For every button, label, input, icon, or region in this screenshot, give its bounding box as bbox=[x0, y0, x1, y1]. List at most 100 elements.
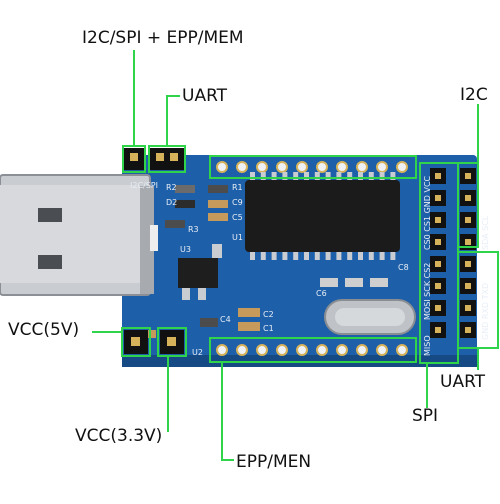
usb-connector bbox=[0, 174, 158, 296]
leader-epp bbox=[221, 362, 234, 461]
chip-leg bbox=[293, 252, 299, 260]
box-vcc33 bbox=[157, 327, 187, 357]
box-right-i2c bbox=[457, 162, 479, 248]
chip-leg bbox=[390, 252, 396, 260]
box-top-header bbox=[209, 155, 417, 179]
label-i2c-spi-epp: I2C/SPI + EPP/MEM bbox=[82, 28, 244, 48]
chip-leg bbox=[282, 252, 288, 260]
right-header-pin-tip bbox=[465, 173, 471, 179]
chip-leg bbox=[271, 252, 277, 260]
chip-leg bbox=[347, 172, 353, 180]
label-vcc5: VCC(5V) bbox=[8, 320, 80, 340]
silk-u2: U2 bbox=[192, 348, 203, 357]
label-epp: EPP/MEN bbox=[236, 452, 312, 472]
chip-leg bbox=[271, 172, 277, 180]
label-uart-top: UART bbox=[182, 86, 228, 106]
top-header-pad bbox=[216, 161, 228, 173]
right-header-pin-tip bbox=[465, 239, 471, 245]
top-jumper-pins bbox=[124, 148, 184, 170]
chip-leg bbox=[282, 172, 288, 180]
top-header-pad bbox=[256, 161, 268, 173]
chip-leg bbox=[379, 172, 385, 180]
chip-leg bbox=[314, 252, 320, 260]
bottom-header-pad bbox=[216, 344, 228, 356]
bottom-header-pad bbox=[396, 344, 408, 356]
crystal-oscillator bbox=[324, 299, 416, 335]
top-header-pad bbox=[276, 161, 288, 173]
chip-leg bbox=[379, 252, 385, 260]
chip-leg bbox=[260, 252, 266, 260]
bottom-header-pad bbox=[356, 344, 368, 356]
right-header-pin-tip bbox=[465, 217, 471, 223]
right-header-pin-tip bbox=[465, 283, 471, 289]
chip-leg bbox=[336, 252, 342, 260]
right-header-pin-tip bbox=[465, 261, 471, 267]
right-header-pin-tip bbox=[435, 327, 441, 333]
chip-leg bbox=[390, 172, 396, 180]
bottom-header-pad bbox=[336, 344, 348, 356]
bottom-header-pad bbox=[376, 344, 388, 356]
chip-leg bbox=[325, 252, 331, 260]
top-header-pad bbox=[356, 161, 368, 173]
top-header-pad bbox=[296, 161, 308, 173]
silk-d2: D2 bbox=[166, 198, 177, 207]
chip-leg bbox=[325, 172, 331, 180]
chip-leg bbox=[358, 172, 363, 180]
silk-u1: U1 bbox=[232, 233, 243, 242]
right-header-pin-tip bbox=[435, 239, 441, 245]
silk-u3: U3 bbox=[180, 245, 191, 254]
chip-leg bbox=[358, 252, 363, 260]
chip-leg bbox=[250, 172, 255, 180]
chip-leg bbox=[368, 172, 374, 180]
main-chip bbox=[245, 172, 400, 260]
top-header-pad bbox=[316, 161, 328, 173]
chip-leg bbox=[347, 252, 353, 260]
chip-leg bbox=[368, 252, 374, 260]
vcc-jumper-pins bbox=[124, 330, 184, 354]
silk-c8: C8 bbox=[398, 263, 409, 272]
label-vcc33: VCC(3.3V) bbox=[75, 426, 163, 446]
top-header-pad bbox=[336, 161, 348, 173]
silk-right-mid-pins: MOSI SCK CS2 bbox=[423, 263, 432, 320]
leader-uart-top bbox=[166, 95, 180, 146]
top-header-pad bbox=[376, 161, 388, 173]
chip-leg bbox=[336, 172, 342, 180]
silk-c5: C5 bbox=[232, 213, 243, 222]
label-i2c-right: I2C bbox=[460, 85, 488, 105]
right-header-pins bbox=[430, 168, 476, 338]
silk-miso: MISO bbox=[423, 335, 432, 356]
right-header-pin-tip bbox=[435, 217, 441, 223]
right-header-pin-tip bbox=[435, 305, 441, 311]
silk-c9: C9 bbox=[232, 198, 243, 207]
right-header-pin-tip bbox=[435, 195, 441, 201]
silk-r3: R3 bbox=[188, 225, 199, 234]
silk-right-i2c-pins: SDA SCL bbox=[481, 215, 490, 250]
bottom-header-pad bbox=[236, 344, 248, 356]
top-header-pad bbox=[396, 161, 408, 173]
chip-leg bbox=[304, 172, 309, 180]
chip-leg bbox=[314, 172, 320, 180]
chip-leg bbox=[260, 172, 266, 180]
bottom-header-row bbox=[216, 344, 408, 356]
silk-c6: C6 bbox=[316, 289, 327, 298]
silk-r1: R1 bbox=[232, 183, 243, 192]
bottom-header-pad bbox=[296, 344, 308, 356]
silk-r2: R2 bbox=[166, 183, 177, 192]
right-header-pin-tip bbox=[435, 173, 441, 179]
bottom-header-pad bbox=[256, 344, 268, 356]
label-uart-right: UART bbox=[440, 372, 486, 392]
silk-c4: C4 bbox=[220, 315, 231, 324]
top-header-pad bbox=[236, 161, 248, 173]
chip-leg bbox=[304, 252, 309, 260]
right-header-pin-tip bbox=[435, 283, 441, 289]
right-header-pin-tip bbox=[465, 305, 471, 311]
silk-c2: C2 bbox=[263, 310, 274, 319]
top-header-row bbox=[216, 161, 408, 173]
silk-right-top-pins: CS0 CS1 GND VCC bbox=[423, 175, 432, 250]
bottom-header-pad bbox=[276, 344, 288, 356]
right-header-pin-tip bbox=[465, 327, 471, 333]
bottom-header-pad bbox=[316, 344, 328, 356]
chip-leg bbox=[293, 172, 299, 180]
